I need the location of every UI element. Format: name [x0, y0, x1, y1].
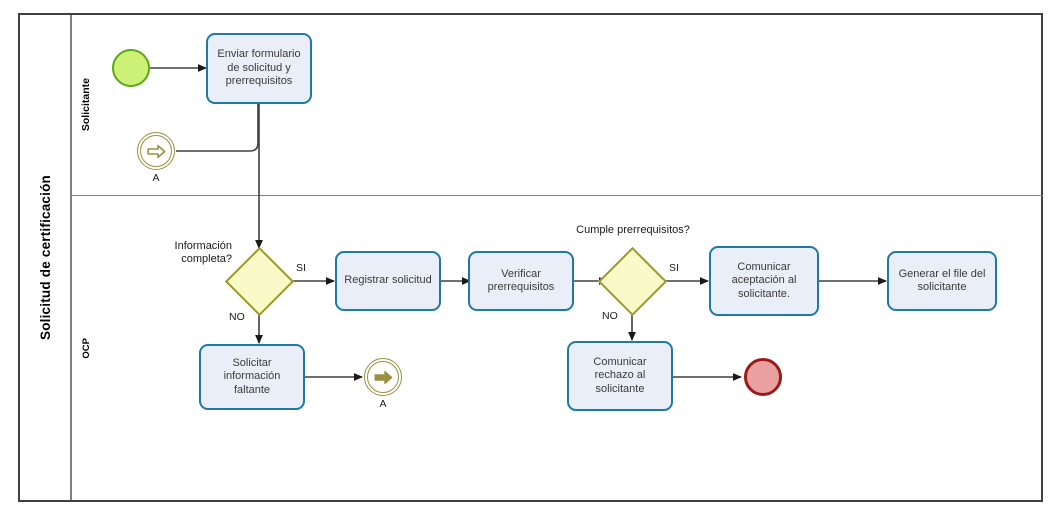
- pool-header: Solicitud de certificación: [20, 15, 72, 500]
- task-solicitar-informacion-faltante[interactable]: Solicitar información faltante: [199, 344, 305, 410]
- lane-ocp-header: OCP: [72, 196, 100, 500]
- task-verificar-prerrequisitos[interactable]: Verificar prerrequisitos: [468, 251, 574, 311]
- gateway-informacion-completa-label: Información completa?: [174, 240, 232, 265]
- flow-label-informacion-no: NO: [229, 311, 245, 323]
- gateway-cumple-prerrequisitos-label: Cumple prerrequisitos?: [576, 224, 690, 236]
- lane-solicitante-label: Solicitante: [80, 78, 92, 132]
- task-comunicar-rechazo[interactable]: Comunicar rechazo al solicitante: [567, 341, 673, 411]
- link-catch-event-ring: [140, 135, 172, 167]
- pool-title: Solicitud de certificación: [37, 175, 53, 340]
- link-throw-event-a-label: A: [379, 398, 387, 410]
- task-comunicar-aceptacion[interactable]: Comunicar aceptación al solicitante.: [709, 246, 819, 316]
- link-throw-event-ring: [367, 361, 399, 393]
- link-arrow-icon: [146, 144, 165, 158]
- start-event[interactable]: [112, 49, 150, 87]
- link-catch-event-a[interactable]: [137, 132, 175, 170]
- task-generar-file-solicitante[interactable]: Generar el file del solicitante: [887, 251, 997, 311]
- lane-ocp-label: OCP: [80, 337, 92, 359]
- link-throw-event-a[interactable]: [364, 358, 402, 396]
- task-enviar-formulario[interactable]: Enviar formulario de solicitud y prerreq…: [206, 33, 312, 104]
- link-arrow-filled-icon: [374, 370, 392, 384]
- task-registrar-solicitud[interactable]: Registrar solicitud: [335, 251, 441, 311]
- end-event[interactable]: [744, 358, 782, 396]
- flow-label-cumple-no: NO: [602, 310, 618, 322]
- lane-solicitante: Solicitante: [72, 15, 1043, 196]
- flow-label-cumple-si: SI: [669, 262, 679, 274]
- link-catch-event-a-label: A: [152, 172, 160, 184]
- flow-label-informacion-si: SI: [296, 262, 306, 274]
- lane-solicitante-header: Solicitante: [72, 15, 100, 195]
